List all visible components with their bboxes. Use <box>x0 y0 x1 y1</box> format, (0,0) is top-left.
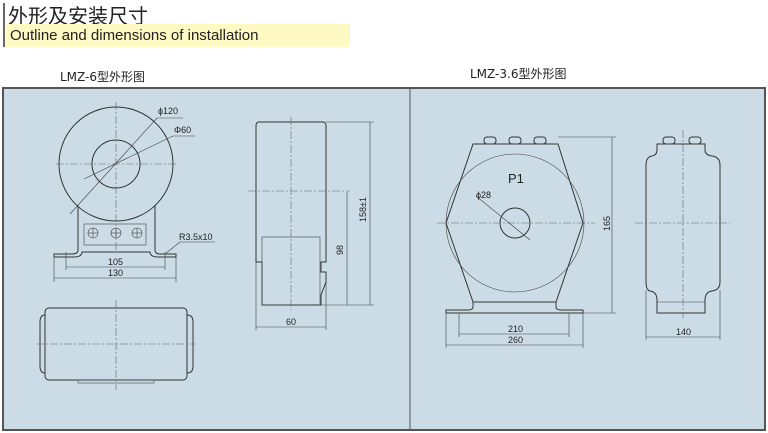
lmz36-front-view <box>437 136 616 348</box>
lmz36-caption: LMZ-3.6型外形图 <box>470 67 567 81</box>
dim-depth: 60 <box>286 317 296 327</box>
lmz36-side-view <box>635 130 730 340</box>
dim-base-width: 130 <box>108 268 123 278</box>
mark-p1: P1 <box>508 171 524 186</box>
lmz6-bottom-view <box>36 300 196 390</box>
dim-depth-36: 140 <box>676 327 691 337</box>
dim-height-center: 98 <box>335 245 345 255</box>
dim-slot: R3.5x10 <box>179 232 213 242</box>
dim-base-width-36: 260 <box>508 335 523 345</box>
dim-hole-dia: ϕ28 <box>476 190 491 200</box>
dim-height-total: 158±1 <box>358 197 368 222</box>
lmz6-side-view <box>248 117 374 330</box>
dim-hole-span: 105 <box>108 257 123 267</box>
page-subtitle: Outline and dimensions of installation <box>6 24 350 47</box>
dim-hole-span-36: 210 <box>508 324 523 334</box>
dim-height-36: 165 <box>602 216 612 231</box>
dim-outer-dia: ϕ120 <box>158 106 178 116</box>
lmz6-front-view <box>53 102 215 282</box>
heading-bar <box>3 3 5 47</box>
dim-inner-dia: Φ60 <box>174 125 191 135</box>
lmz6-caption: LMZ-6型外形图 <box>60 70 146 84</box>
